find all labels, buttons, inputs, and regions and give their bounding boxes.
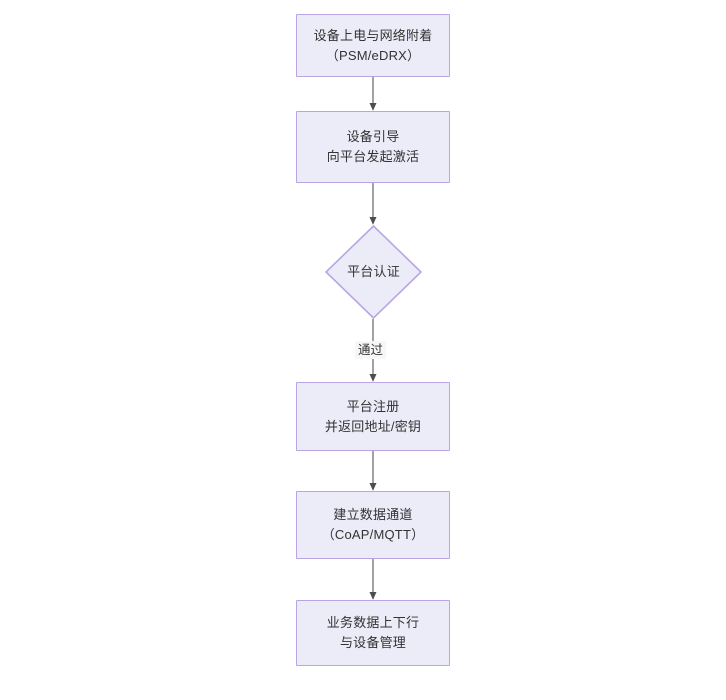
- edge-label-pass: 通过: [355, 341, 387, 359]
- node-label: 业务数据上下行 与设备管理: [326, 615, 420, 650]
- node-label: 平台认证: [347, 264, 400, 279]
- diamond-shape: [325, 225, 422, 319]
- node-label: 设备上电与网络附着 （PSM/eDRX）: [313, 27, 433, 63]
- node-data-channel[interactable]: 建立数据通道 （CoAP/MQTT）: [296, 491, 450, 559]
- node-platform-auth[interactable]: 平台认证: [325, 225, 422, 319]
- node-label: 建立数据通道 （CoAP/MQTT）: [321, 507, 425, 542]
- node-business-data[interactable]: 业务数据上下行 与设备管理: [296, 600, 450, 666]
- node-platform-register[interactable]: 平台注册 并返回地址/密钥: [296, 382, 450, 451]
- node-device-power-on[interactable]: 设备上电与网络附着 （PSM/eDRX）: [296, 14, 450, 77]
- node-label: 设备引导 向平台发起激活: [326, 129, 420, 164]
- node-label: 平台注册 并返回地址/密钥: [324, 398, 422, 434]
- node-device-bootstrap[interactable]: 设备引导 向平台发起激活: [296, 111, 450, 183]
